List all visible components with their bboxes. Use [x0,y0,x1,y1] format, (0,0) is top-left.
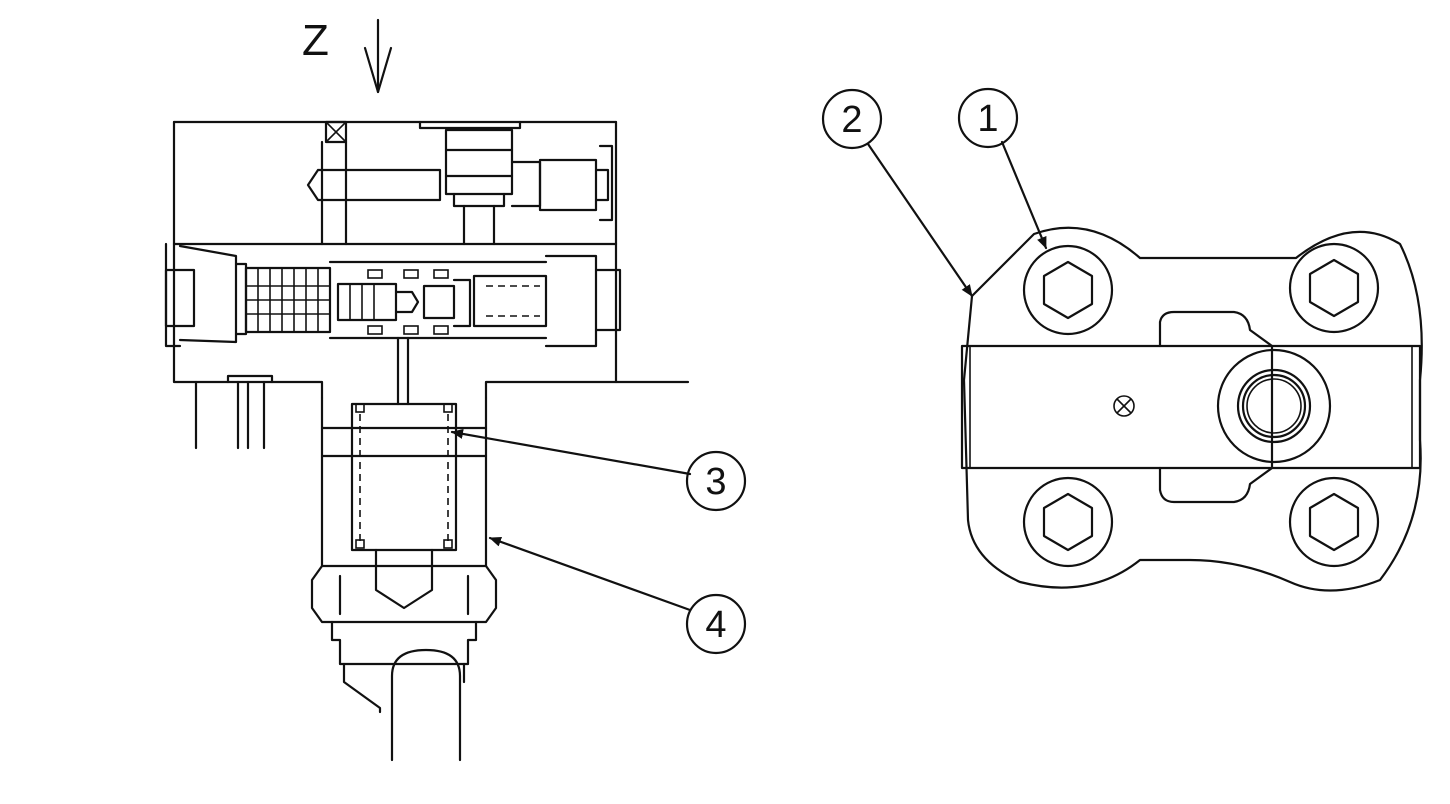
leader-line-1 [1000,140,1048,250]
leader-line-3 [450,428,692,476]
callout-3: 3 [685,450,747,512]
callout-1-label: 1 [977,98,998,140]
bolt-top-right [1288,242,1380,334]
leader-line-2 [866,142,974,298]
leader-line-4 [488,536,692,612]
callout-4-label: 4 [705,604,726,646]
port-ring [1236,368,1312,444]
view-arrow-head [363,46,393,94]
port-outer [1216,348,1332,464]
section-view [164,120,692,762]
view-label-z: Z [302,16,329,65]
callout-3-label: 3 [705,461,726,503]
callout-2-label: 2 [841,99,862,141]
boss-outline [1158,310,1274,504]
view-direction-indicator: Z [302,16,393,94]
upper-bore [306,120,614,246]
callout-4: 4 [685,593,747,655]
bolt-bottom-right [1288,476,1380,568]
bolt-top-left [1022,244,1114,336]
bolt-bottom-left [1022,476,1114,568]
filter-fitting [310,396,498,762]
spool-assembly [164,242,622,348]
view-z [866,140,1423,592]
callout-2: 2 [821,88,883,150]
callout-1: 1 [957,87,1019,149]
passages [194,336,410,450]
flange-outline [962,226,1423,592]
center-mark-icon [1113,395,1135,417]
center-plate [960,344,1422,470]
